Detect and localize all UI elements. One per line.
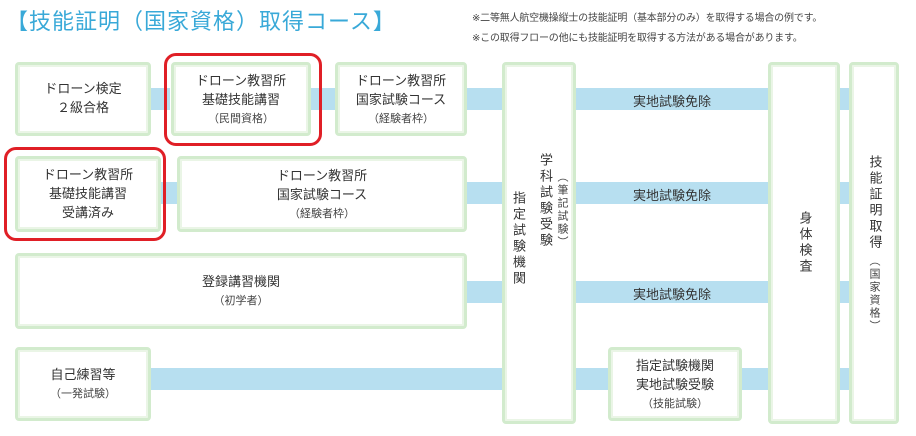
academic-exam-note: （筆記試験） (556, 171, 569, 249)
flow-band (838, 88, 852, 110)
highlight-frame (164, 53, 322, 146)
note-other-methods: ※この取得フローの他にも技能証明を取得する方法がある場合があります。 (472, 33, 803, 44)
box-line: ドローン教習所 (195, 73, 287, 89)
box-note: （初学者） (213, 294, 269, 307)
box-line: ドローン教習所 (355, 73, 447, 89)
certification-box: 技能証明取得 （国家資格） (849, 62, 899, 424)
flow-band (466, 281, 504, 303)
certification-label: 技能証明取得 (866, 155, 882, 251)
academic-exam-box: 学科試験受験 （筆記試験） 指定試験機関 (502, 62, 576, 424)
flow-band (740, 368, 772, 390)
box-line: 国家試験コース (276, 187, 368, 203)
flow-band (310, 88, 336, 110)
box-note: （技能試験） (642, 396, 708, 410)
exam-body-label: 指定試験機関 (510, 191, 525, 287)
academic-exam-label: 学科試験受験 (537, 153, 552, 249)
box-note: （経験者枠） (289, 206, 355, 220)
page-title: 【技能証明（国家資格）取得コース】 (6, 10, 396, 35)
box-line: 基礎技能講習 (48, 186, 127, 202)
highlight-frame (4, 147, 166, 241)
box-line: ドローン検定 (44, 82, 122, 97)
flow-band (838, 281, 852, 303)
box-line: 受講済み (61, 205, 114, 221)
flow-label-exemption: 実地試験免除 (632, 288, 712, 303)
box-line: 登録講習機関 (201, 275, 280, 290)
box-line: 自己練習等 (50, 368, 116, 383)
box-note: （経験者枠） (368, 111, 434, 125)
registered-school-box: 登録講習機関 （初学者） (15, 253, 467, 329)
national-course-box: ドローン教習所 国家試験コース （経験者枠） (335, 62, 467, 136)
box-line: 基礎技能講習 (201, 92, 280, 108)
flow-band (466, 88, 504, 110)
flow-band (466, 182, 504, 204)
physical-exam-label: 身体検査 (796, 211, 812, 275)
self-practice-box: 自己練習等 （一発試験） (15, 347, 151, 421)
flow-band (574, 281, 772, 303)
exam-pass-box: ドローン検定 ２級合格 (15, 62, 151, 136)
box-line: ２級合格 (56, 101, 109, 116)
exam-body-column: 指定試験機関 (508, 153, 527, 291)
basic-course-box: ドローン教習所 基礎技能講習 （民間資格） (171, 62, 311, 136)
flow-band (838, 368, 852, 390)
flow-band (574, 368, 610, 390)
note-example: ※二等無人航空機操縦士の技能証明（基本部分のみ）を取得する場合の例です。 (472, 13, 823, 24)
box-line: 実地試験受験 (635, 377, 714, 393)
box-note: （一発試験） (50, 387, 116, 400)
flow-band (150, 368, 504, 390)
flow-label-exemption: 実地試験免除 (632, 95, 712, 110)
box-line: 指定試験機関 (635, 358, 714, 374)
flow-band (574, 88, 772, 110)
physical-exam-box: 身体検査 (768, 62, 840, 424)
box-line: 国家試験コース (355, 92, 447, 108)
flow-band (838, 182, 852, 204)
flow-label-exemption: 実地試験免除 (632, 189, 712, 204)
flow-band (574, 182, 772, 204)
certification-note: （国家資格） (868, 255, 881, 333)
practical-exam-box: 指定試験機関 実地試験受験 （技能試験） (608, 347, 742, 421)
box-line: ドローン教習所 (42, 167, 134, 183)
basic-done-box: ドローン教習所 基礎技能講習 受講済み (15, 156, 161, 232)
academic-exam-columns: 学科試験受験 （筆記試験） 指定試験機関 (508, 153, 570, 291)
national-course-box: ドローン教習所 国家試験コース （経験者枠） (177, 156, 467, 232)
box-note: （民間資格） (208, 111, 274, 125)
box-line: ドローン教習所 (276, 168, 368, 184)
academic-exam-column: 学科試験受験 （筆記試験） (535, 153, 570, 253)
